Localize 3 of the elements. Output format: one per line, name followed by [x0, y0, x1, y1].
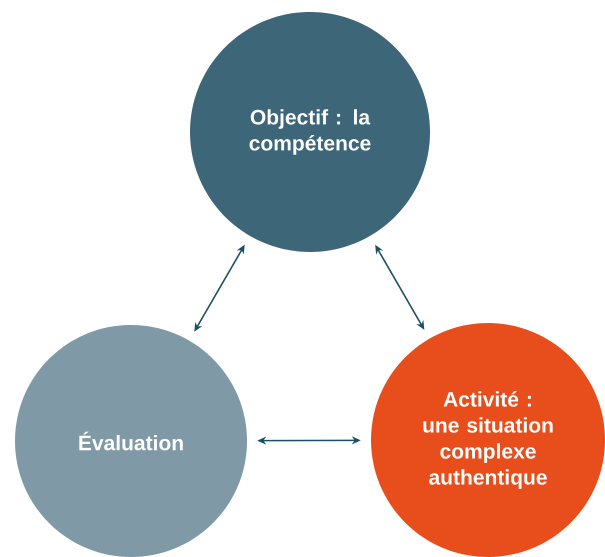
circle-node: Objectif : la compétence: [190, 12, 430, 252]
circle-node: Activité : une situation complexe authentique: [371, 323, 605, 557]
circle-node: Évaluation: [15, 325, 247, 557]
